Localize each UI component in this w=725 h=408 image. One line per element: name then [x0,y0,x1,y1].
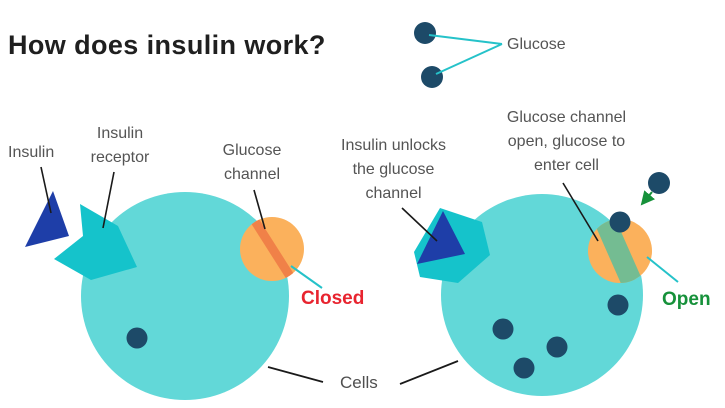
page-title: How does insulin work? [8,30,326,60]
glucose-entry-arrow [640,190,656,206]
open-channel-band [596,219,641,283]
right-cell-glucose-dot-1 [607,294,629,316]
right-cell-glucose-dot-4 [513,357,535,379]
glucose-dot-legend-2 [421,66,443,88]
closed-status-label: Closed [301,288,365,309]
incoming-glucose-dot [648,172,670,194]
channel-glucose-dot [609,211,631,233]
channel-open-label: Glucose channel open, glucose to enter c… [506,109,627,174]
right-cell-glucose-dot-3 [546,336,568,358]
receptor-pointer-line [102,171,115,229]
open-channel-pointer-line [562,182,599,242]
open-pointer-line [646,256,679,283]
closed-channel-stripe [249,217,297,281]
left-insulin-receptor-shape [54,204,137,280]
glucose-channel-label: Glucose channel [222,142,282,183]
channel-pointer-line [253,189,266,230]
glucose-dot-legend-1 [414,22,436,44]
cells-label: Cells [340,373,378,392]
insulin-unlocks-label: Insulin unlocks the glucose channel [341,137,446,202]
glucose-legend-pointer-line-1 [428,34,503,45]
left-insulin-triangle [25,191,69,247]
cells-pointer-line-left [267,366,324,383]
open-status-label: Open [662,289,711,310]
cells-pointer-line-right [399,360,459,385]
unlock-pointer-line [401,207,438,242]
insulin-receptor-label: Insulin receptor [90,125,150,166]
insulin-pointer-line [40,166,52,214]
right-cell-glucose-dot-2 [492,318,514,340]
left-cell-circle [81,192,289,400]
left-cell-glucose-dot [126,327,148,349]
glucose-legend-label: Glucose [507,36,566,53]
insulin-label: Insulin [8,144,55,161]
right-insulin-triangle [417,211,465,264]
glucose-legend-pointer-line-2 [435,43,503,75]
closed-pointer-line [290,265,323,289]
